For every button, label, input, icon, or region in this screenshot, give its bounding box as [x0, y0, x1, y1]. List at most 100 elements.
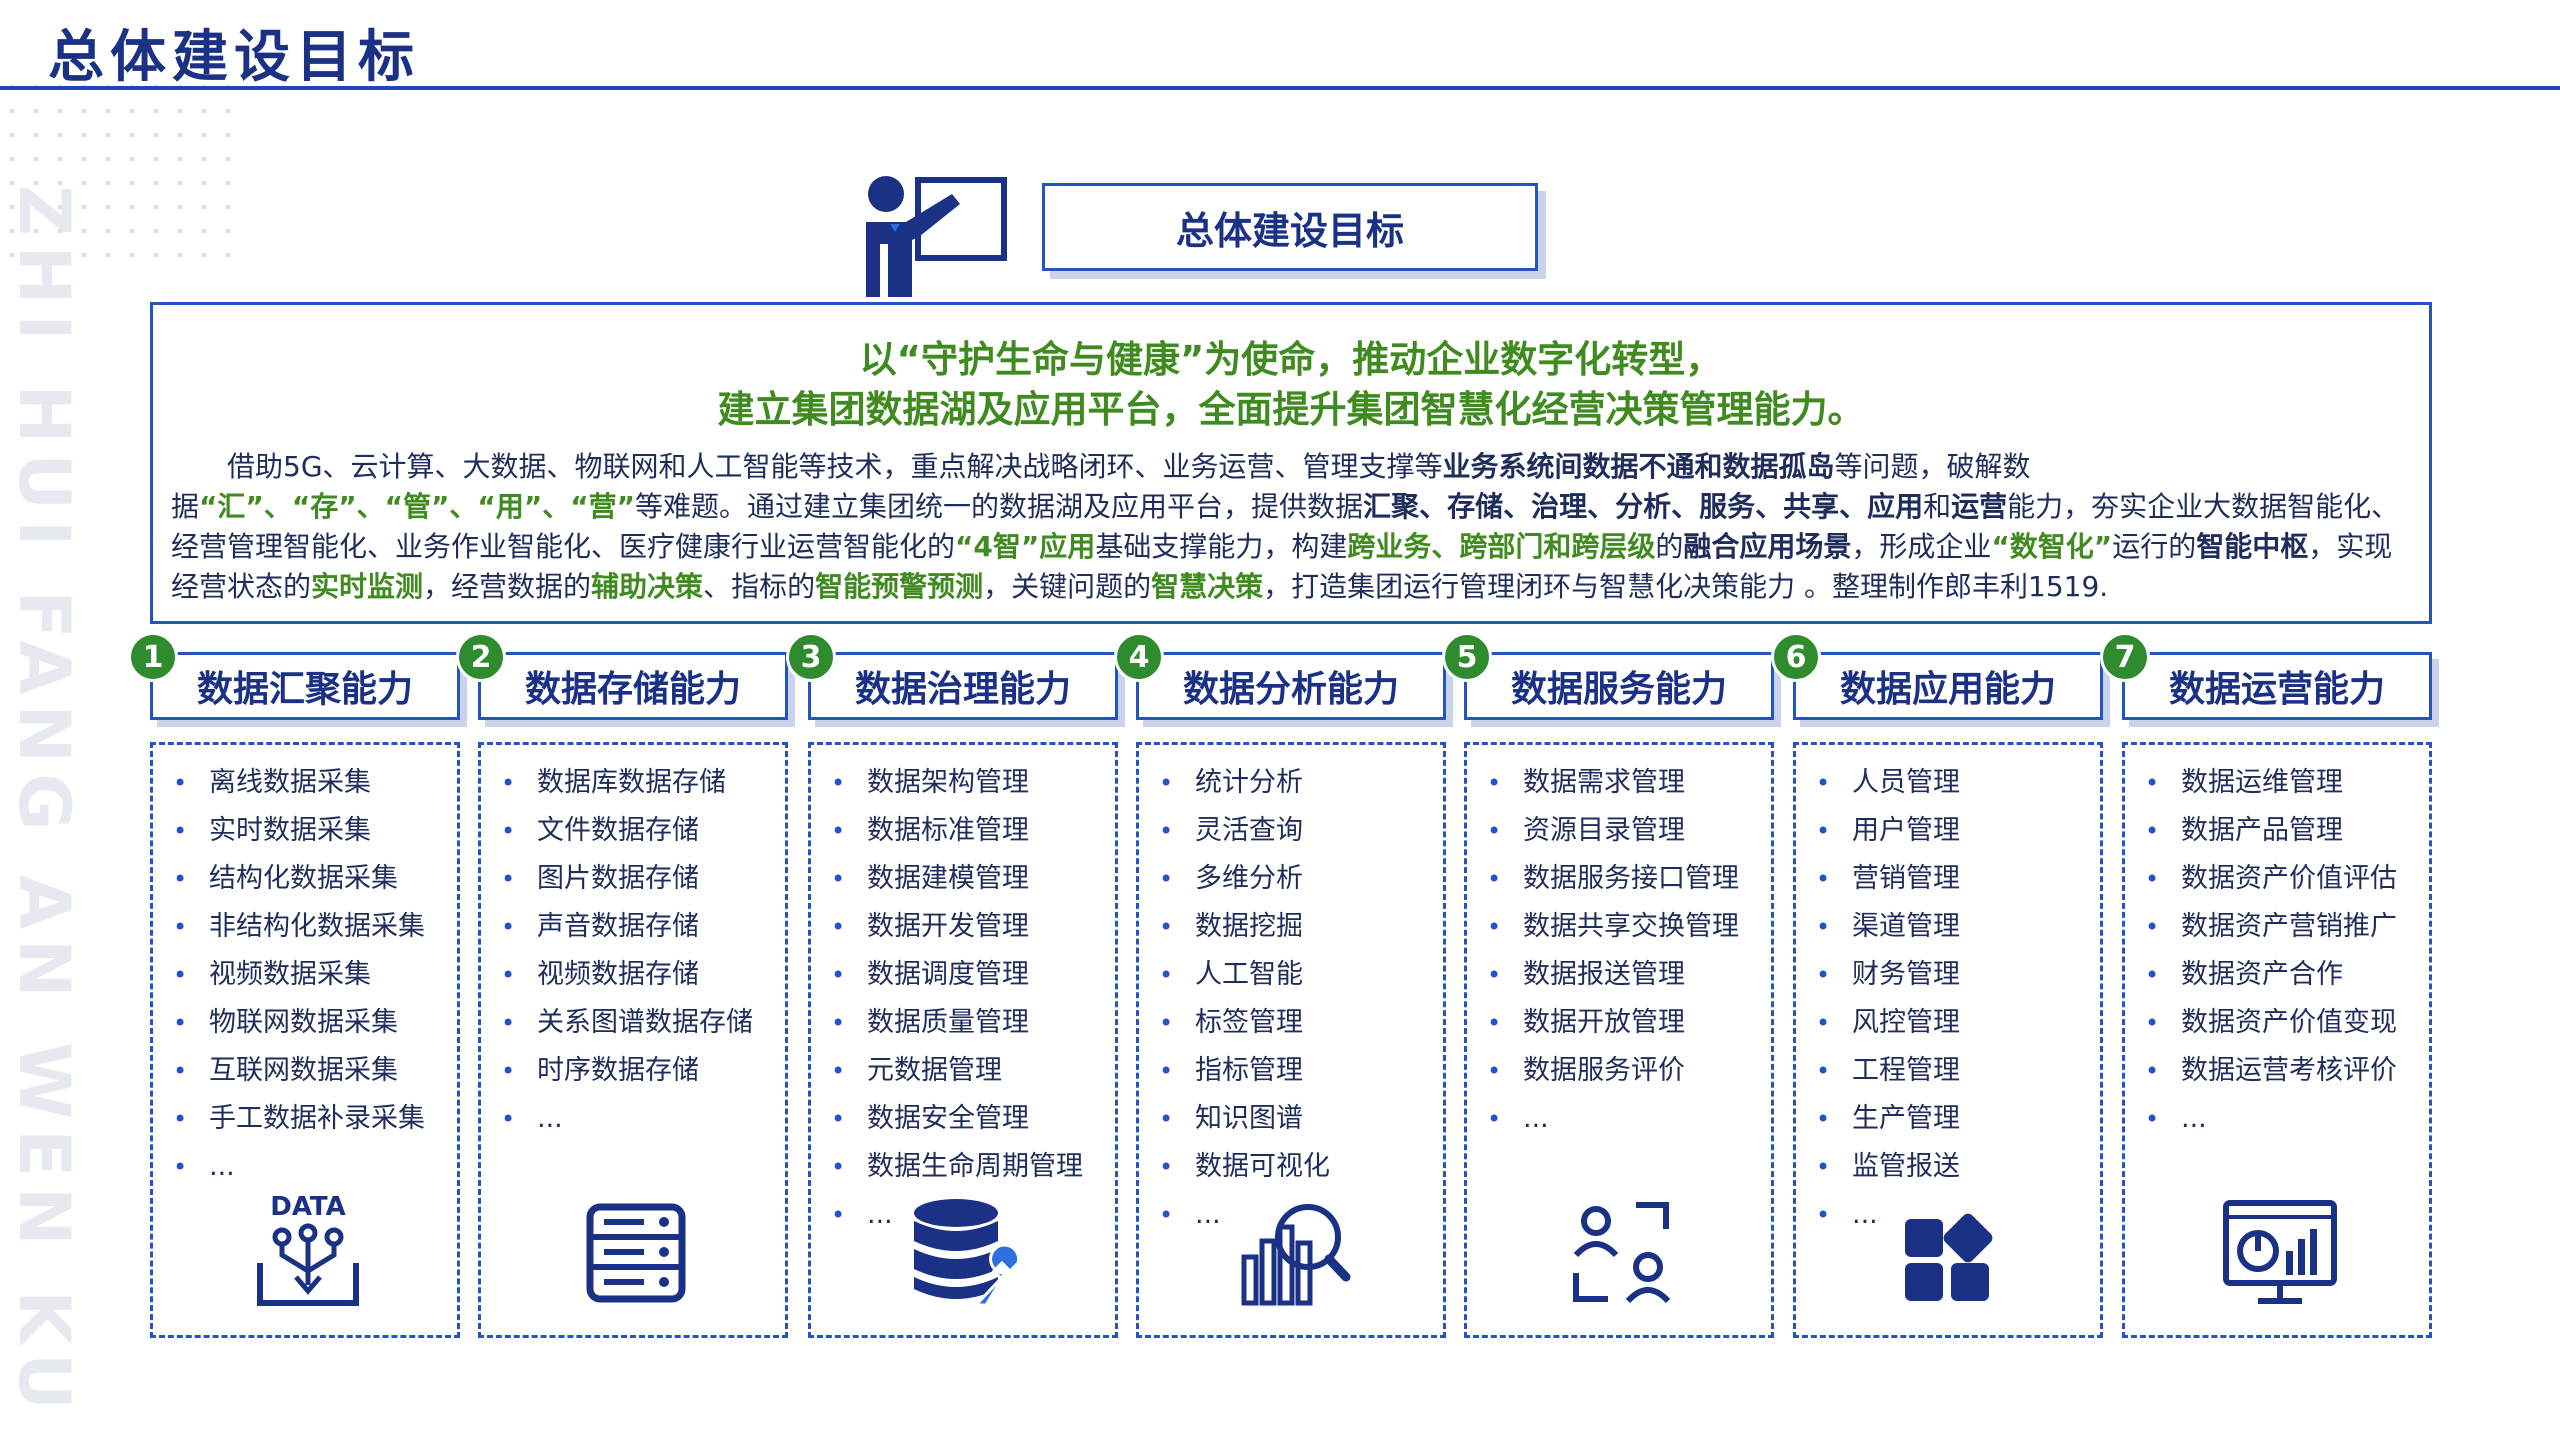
- capability-item: 数据运维管理: [2145, 759, 2429, 807]
- capability-item: 离线数据采集: [173, 759, 457, 807]
- capability-item: 视频数据采集: [173, 951, 457, 999]
- capability-number-badge: 5: [1442, 632, 1492, 682]
- capability-list-box: 人员管理用户管理营销管理渠道管理财务管理风控管理工程管理生产管理监管报送...: [1793, 742, 2103, 1338]
- mission-highlight: 智能预警预测: [815, 570, 984, 603]
- capability-item: 标签管理: [1159, 999, 1443, 1047]
- capability-list-box: 数据需求管理资源目录管理数据服务接口管理数据共享交换管理数据报送管理数据开放管理…: [1464, 742, 1774, 1338]
- capability-item: ...: [2145, 1095, 2429, 1143]
- capability-title: 数据汇聚能力: [150, 652, 460, 720]
- capability-item: 文件数据存储: [501, 807, 785, 855]
- capability-list: 数据架构管理数据标准管理数据建模管理数据开发管理数据调度管理数据质量管理元数据管…: [811, 745, 1115, 1239]
- capability-list-box: 数据架构管理数据标准管理数据建模管理数据开发管理数据调度管理数据质量管理元数据管…: [808, 742, 1118, 1338]
- capability-column-1: 1数据汇聚能力离线数据采集实时数据采集结构化数据采集非结构化数据采集视频数据采集…: [128, 632, 460, 1342]
- capability-item: 数据服务接口管理: [1487, 855, 1771, 903]
- mission-text: 基础支撑能力，构建: [1095, 530, 1348, 563]
- capability-item: 知识图谱: [1159, 1095, 1443, 1143]
- capability-item: 互联网数据采集: [173, 1047, 457, 1095]
- mission-text: 运行的: [2112, 530, 2197, 563]
- mission-text: ，形成企业: [1851, 530, 1992, 563]
- mission-highlight: “汇”、“存”、“管”、“用”、“营”: [199, 490, 636, 523]
- capability-number-badge: 3: [786, 632, 836, 682]
- capability-item: 实时数据采集: [173, 807, 457, 855]
- capability-item: 数据资产价值评估: [2145, 855, 2429, 903]
- mission-highlight: 跨业务、跨部门和跨层级: [1347, 530, 1656, 563]
- capability-item: 关系图谱数据存储: [501, 999, 785, 1047]
- capability-item: ...: [501, 1095, 785, 1143]
- capability-title: 数据存储能力: [478, 652, 788, 720]
- user-scan-icon: [1562, 1193, 1682, 1313]
- capability-item: ...: [1159, 1191, 1443, 1239]
- decorative-dots: [0, 75, 240, 275]
- dashboard-monitor-icon: [2220, 1193, 2340, 1313]
- mission-text: 能力，夯实企业大数据智能化、经营管理智能化、业务作业智能化、医疗健康行业运营智能…: [171, 490, 2400, 563]
- mission-line-2: 建立集团数据湖及应用平台，全面提升集团智慧化经营决策管理能力。: [717, 388, 1865, 431]
- capability-item: 数据挖掘: [1159, 903, 1443, 951]
- side-watermark-text: ZHI HUI FANG AN WEN KU: [3, 185, 85, 1420]
- capability-list: 人员管理用户管理营销管理渠道管理财务管理风控管理工程管理生产管理监管报送...: [1796, 745, 2100, 1239]
- mission-text: 和: [1923, 490, 1952, 523]
- capability-number-badge: 7: [2100, 632, 2150, 682]
- capability-number-badge: 1: [128, 632, 178, 682]
- capability-column-5: 5数据服务能力数据需求管理资源目录管理数据服务接口管理数据共享交换管理数据报送管…: [1442, 632, 1774, 1342]
- mission-text: 等难题。通过建立集团统一的数据湖及应用平台，提供数据: [635, 490, 1364, 523]
- capability-item: 数据资产合作: [2145, 951, 2429, 999]
- mission-text: 等问题，破解数据: [171, 450, 2031, 523]
- page-title: 总体建设目标: [48, 25, 420, 90]
- capability-item: 图片数据存储: [501, 855, 785, 903]
- mission-description: 借助5G、云计算、大数据、物联网和人工智能等技术，重点解决战略闭环、业务运营、管…: [171, 447, 2409, 607]
- mission-highlight: “数智化”: [1991, 530, 2113, 563]
- capability-item: 时序数据存储: [501, 1047, 785, 1095]
- mission-text: 的: [1655, 530, 1684, 563]
- capability-item: 非结构化数据采集: [173, 903, 457, 951]
- capability-item: ...: [173, 1143, 457, 1191]
- database-wrench-icon: [906, 1193, 1026, 1313]
- capability-title: 数据治理能力: [808, 652, 1118, 720]
- mission-text: ，实现经营状态的: [171, 530, 2393, 603]
- presenter-icon: [866, 176, 1007, 297]
- capability-item: 数据需求管理: [1487, 759, 1771, 807]
- capability-list: 数据运维管理数据产品管理数据资产价值评估数据资产营销推广数据资产合作数据资产价值…: [2125, 745, 2429, 1143]
- mission-highlight: 智能中枢: [2196, 530, 2309, 563]
- apps-grid-icon: [1891, 1193, 2011, 1313]
- capability-item: 资源目录管理: [1487, 807, 1771, 855]
- capability-number-badge: 6: [1771, 632, 1821, 682]
- capability-item: ...: [1487, 1095, 1771, 1143]
- capability-item: 数据产品管理: [2145, 807, 2429, 855]
- title-divider: [0, 86, 2560, 90]
- capability-item: 数据建模管理: [831, 855, 1115, 903]
- capability-item: 用户管理: [1816, 807, 2100, 855]
- capability-column-2: 2数据存储能力数据库数据存储文件数据存储图片数据存储声音数据存储视频数据存储关系…: [456, 632, 788, 1342]
- capability-item: 数据可视化: [1159, 1143, 1443, 1191]
- capability-item: 数据服务评价: [1487, 1047, 1771, 1095]
- capability-item: 数据标准管理: [831, 807, 1115, 855]
- mission-box: 以“守护生命与健康”为使命，推动企业数字化转型， 建立集团数据湖及应用平台，全面…: [150, 302, 2432, 624]
- capability-item: 生产管理: [1816, 1095, 2100, 1143]
- capability-item: 数据安全管理: [831, 1095, 1115, 1143]
- capability-title: 数据运营能力: [2122, 652, 2432, 720]
- mission-highlight: 辅助决策: [591, 570, 704, 603]
- capability-column-7: 7数据运营能力数据运维管理数据产品管理数据资产价值评估数据资产营销推广数据资产合…: [2100, 632, 2432, 1342]
- capability-item: 数据共享交换管理: [1487, 903, 1771, 951]
- capability-item: 风控管理: [1816, 999, 2100, 1047]
- mission-highlight: 运营: [1951, 490, 2008, 523]
- capability-number-badge: 2: [456, 632, 506, 682]
- capability-column-4: 4数据分析能力统计分析灵活查询多维分析数据挖掘人工智能标签管理指标管理知识图谱数…: [1114, 632, 1446, 1342]
- capability-item: 监管报送: [1816, 1143, 2100, 1191]
- capability-item: 统计分析: [1159, 759, 1443, 807]
- capability-column-6: 6数据应用能力人员管理用户管理营销管理渠道管理财务管理风控管理工程管理生产管理监…: [1771, 632, 2103, 1342]
- capability-item: 数据调度管理: [831, 951, 1115, 999]
- capability-list-box: 统计分析灵活查询多维分析数据挖掘人工智能标签管理指标管理知识图谱数据可视化...: [1136, 742, 1446, 1338]
- capability-list: 统计分析灵活查询多维分析数据挖掘人工智能标签管理指标管理知识图谱数据可视化...: [1139, 745, 1443, 1239]
- capability-item: 物联网数据采集: [173, 999, 457, 1047]
- mission-text: ，关键问题的: [983, 570, 1152, 603]
- capability-item: 人员管理: [1816, 759, 2100, 807]
- capability-title: 数据分析能力: [1136, 652, 1446, 720]
- data-flow-icon: DATA: [248, 1192, 368, 1313]
- capability-item: 数据架构管理: [831, 759, 1115, 807]
- capability-item: 营销管理: [1816, 855, 2100, 903]
- capability-item: 数据库数据存储: [501, 759, 785, 807]
- capability-item: 数据质量管理: [831, 999, 1115, 1047]
- mission-text: 借助5G、云计算、大数据、物联网和人工智能等技术，重点解决战略闭环、业务运营、管…: [227, 450, 1443, 483]
- mission-line-1: 以“守护生命与健康”为使命，推动企业数字化转型，: [859, 338, 1723, 381]
- capability-item: 手工数据补录采集: [173, 1095, 457, 1143]
